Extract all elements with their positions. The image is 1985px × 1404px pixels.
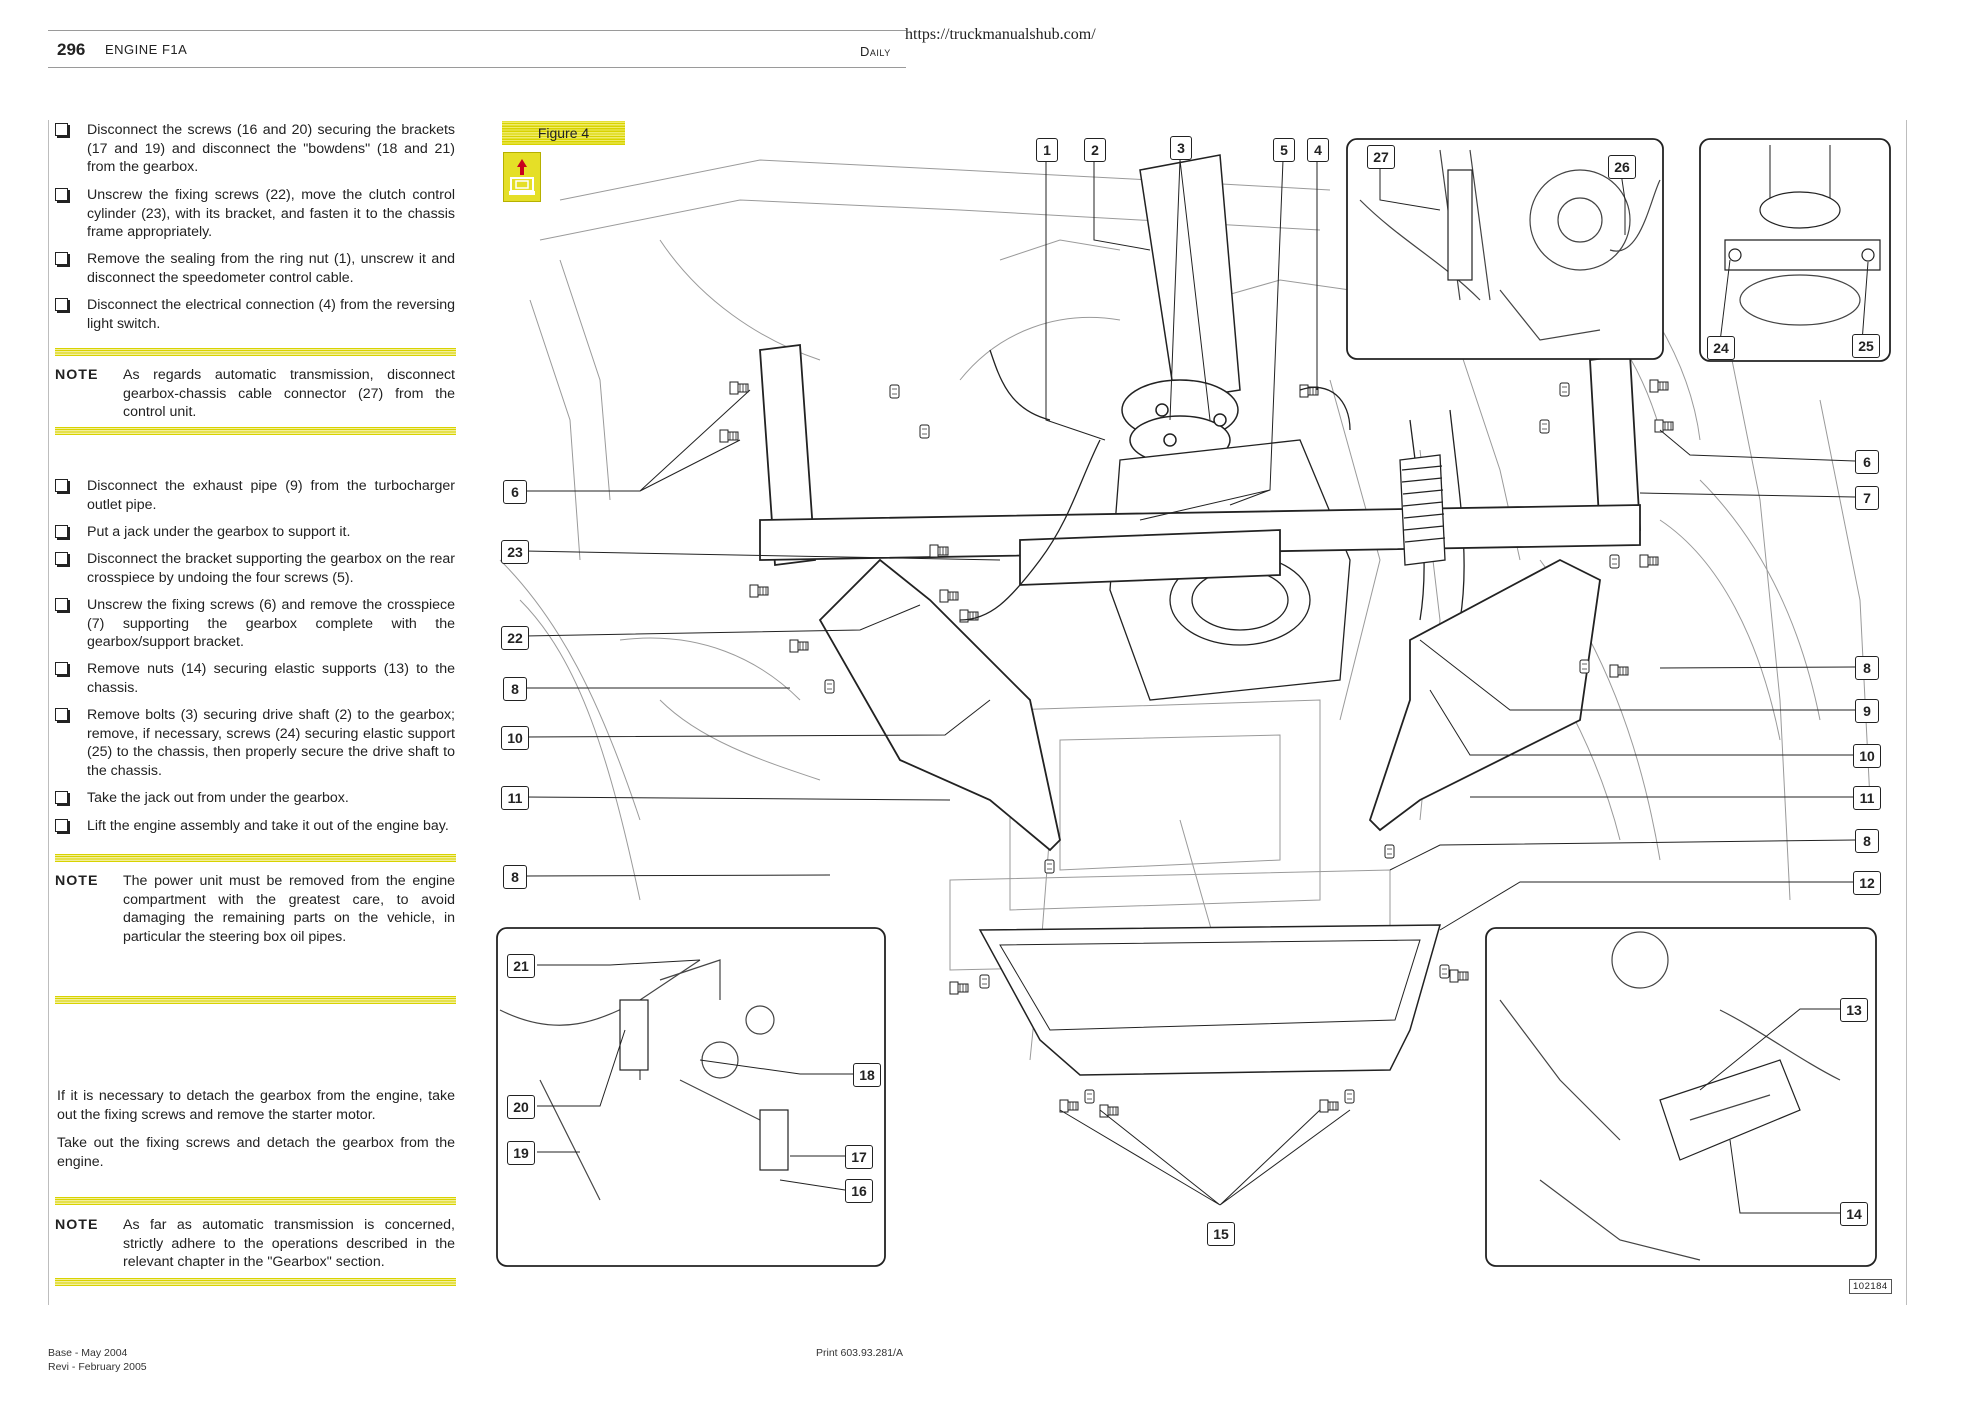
note-divider bbox=[55, 854, 456, 862]
callout-11-right: 11 bbox=[1853, 786, 1881, 810]
callout-8-left-upper: 8 bbox=[503, 677, 527, 701]
step-gearbox-bracket: Disconnect the bracket supporting the ge… bbox=[55, 550, 455, 587]
callout-14: 14 bbox=[1840, 1202, 1868, 1226]
callout-22: 22 bbox=[501, 626, 529, 650]
callout-7: 7 bbox=[1855, 486, 1879, 510]
callout-4: 4 bbox=[1307, 138, 1329, 162]
header-top-rule bbox=[48, 30, 906, 31]
callout-5: 5 bbox=[1273, 138, 1295, 162]
checkbox-icon bbox=[55, 819, 68, 832]
section-title: ENGINE F1A bbox=[105, 42, 188, 57]
callout-25: 25 bbox=[1852, 334, 1880, 358]
step-speedometer-cable: Remove the sealing from the ring nut (1)… bbox=[55, 250, 455, 287]
model-name: Daily bbox=[860, 44, 891, 59]
inset-es-drawing bbox=[1499, 931, 1841, 1261]
paragraph-detach-gearbox: Take out the fixing screws and detach th… bbox=[57, 1135, 455, 1170]
callout-8-left-lower: 8 bbox=[503, 865, 527, 889]
callout-8-right-lower: 8 bbox=[1855, 829, 1879, 853]
leader-lines bbox=[524, 159, 1869, 1214]
note-divider bbox=[55, 996, 456, 1004]
note-divider bbox=[55, 1278, 456, 1286]
footer-edition: Base - May 2004 bbox=[48, 1347, 128, 1359]
callout-21: 21 bbox=[507, 954, 535, 978]
figure-label: Figure 4 bbox=[502, 121, 625, 145]
inset-at-drawing bbox=[1359, 149, 1661, 341]
callout-23: 23 bbox=[501, 540, 529, 564]
callout-6-left: 6 bbox=[503, 480, 527, 504]
note-divider bbox=[55, 1197, 456, 1205]
checkbox-icon bbox=[55, 252, 68, 265]
inset-ds-drawing bbox=[1724, 145, 1881, 326]
note-gearbox-section: NOTE As far as automatic transmission is… bbox=[55, 1217, 455, 1271]
callout-1: 1 bbox=[1036, 138, 1058, 162]
note-automatic-transmission: NOTE As regards automatic transmission, … bbox=[55, 367, 455, 421]
step-reversing-light: Disconnect the electrical connection (4)… bbox=[55, 296, 455, 333]
checkbox-icon bbox=[55, 598, 68, 611]
callout-9: 9 bbox=[1855, 699, 1879, 723]
callout-12: 12 bbox=[1853, 871, 1881, 895]
callout-10-left: 10 bbox=[501, 726, 529, 750]
source-url[interactable]: https://truckmanualshub.com/ bbox=[905, 26, 1096, 43]
support-brackets bbox=[818, 558, 1601, 852]
right-margin-rule bbox=[1906, 120, 1907, 1305]
callout-15: 15 bbox=[1207, 1222, 1235, 1246]
checkbox-icon bbox=[55, 123, 68, 136]
step-clutch-cylinder: Unscrew the fixing screws (22), move the… bbox=[55, 186, 455, 242]
note-divider bbox=[55, 427, 456, 435]
checkbox-icon bbox=[55, 298, 68, 311]
footer-print: Print 603.93.281/A bbox=[816, 1347, 903, 1359]
note-label: NOTE bbox=[55, 1217, 99, 1233]
inset-bowden-brackets bbox=[496, 927, 886, 1267]
callout-13: 13 bbox=[1840, 998, 1868, 1022]
step-disconnect-screws: Disconnect the screws (16 and 20) securi… bbox=[55, 121, 455, 177]
checkbox-icon bbox=[55, 791, 68, 804]
exhaust-pipe bbox=[1399, 454, 1446, 566]
step-crosspiece: Unscrew the fixing screws (6) and remove… bbox=[55, 596, 455, 652]
callout-11-left: 11 bbox=[501, 786, 529, 810]
cables bbox=[959, 349, 1351, 621]
step-jack: Put a jack under the gearbox to support … bbox=[55, 523, 455, 542]
removal-icon bbox=[503, 152, 541, 202]
checkbox-icon bbox=[55, 708, 68, 721]
step-exhaust-pipe: Disconnect the exhaust pipe (9) from the… bbox=[55, 477, 455, 514]
callout-3: 3 bbox=[1170, 136, 1192, 160]
callout-19: 19 bbox=[507, 1141, 535, 1165]
step-drive-shaft: Remove bolts (3) securing drive shaft (2… bbox=[55, 706, 455, 780]
callout-6-right: 6 bbox=[1855, 450, 1879, 474]
inset-bowden-drawing bbox=[499, 959, 789, 1201]
callout-2: 2 bbox=[1084, 138, 1106, 162]
callout-18: 18 bbox=[853, 1063, 881, 1087]
engine-pan bbox=[978, 924, 1441, 1076]
checkbox-icon bbox=[55, 525, 68, 538]
note-label: NOTE bbox=[55, 873, 99, 889]
note-power-unit: NOTE The power unit must be removed from… bbox=[55, 873, 455, 945]
step-elastic-supports: Remove nuts (14) securing elastic suppor… bbox=[55, 660, 455, 697]
checkbox-icon bbox=[55, 479, 68, 492]
note-divider bbox=[55, 348, 456, 356]
callout-17: 17 bbox=[845, 1145, 873, 1169]
callout-24: 24 bbox=[1707, 336, 1735, 360]
left-margin-rule bbox=[48, 120, 49, 1305]
callout-27: 27 bbox=[1367, 145, 1395, 169]
callout-8-right-upper: 8 bbox=[1855, 656, 1879, 680]
step-remove-jack: Take the jack out from under the gearbox… bbox=[55, 789, 455, 808]
callout-10-right: 10 bbox=[1853, 744, 1881, 768]
checkbox-icon bbox=[55, 552, 68, 565]
footer-revision: Revi - February 2005 bbox=[48, 1361, 147, 1373]
inset-automatic-transmission bbox=[1346, 138, 1664, 360]
drive-shaft bbox=[1121, 154, 1241, 465]
callout-26: 26 bbox=[1608, 155, 1636, 179]
callout-16: 16 bbox=[845, 1179, 873, 1203]
checkbox-icon bbox=[55, 662, 68, 675]
callout-20: 20 bbox=[507, 1095, 535, 1119]
figure-number: 102184 bbox=[1849, 1279, 1892, 1294]
page-number: 296 bbox=[57, 40, 86, 59]
paragraph-starter-motor: If it is necessary to detach the gearbox… bbox=[57, 1088, 455, 1123]
note-label: NOTE bbox=[55, 367, 99, 383]
step-lift-engine: Lift the engine assembly and take it out… bbox=[55, 817, 455, 836]
header-bottom-rule bbox=[48, 67, 906, 68]
checkbox-icon bbox=[55, 188, 68, 201]
